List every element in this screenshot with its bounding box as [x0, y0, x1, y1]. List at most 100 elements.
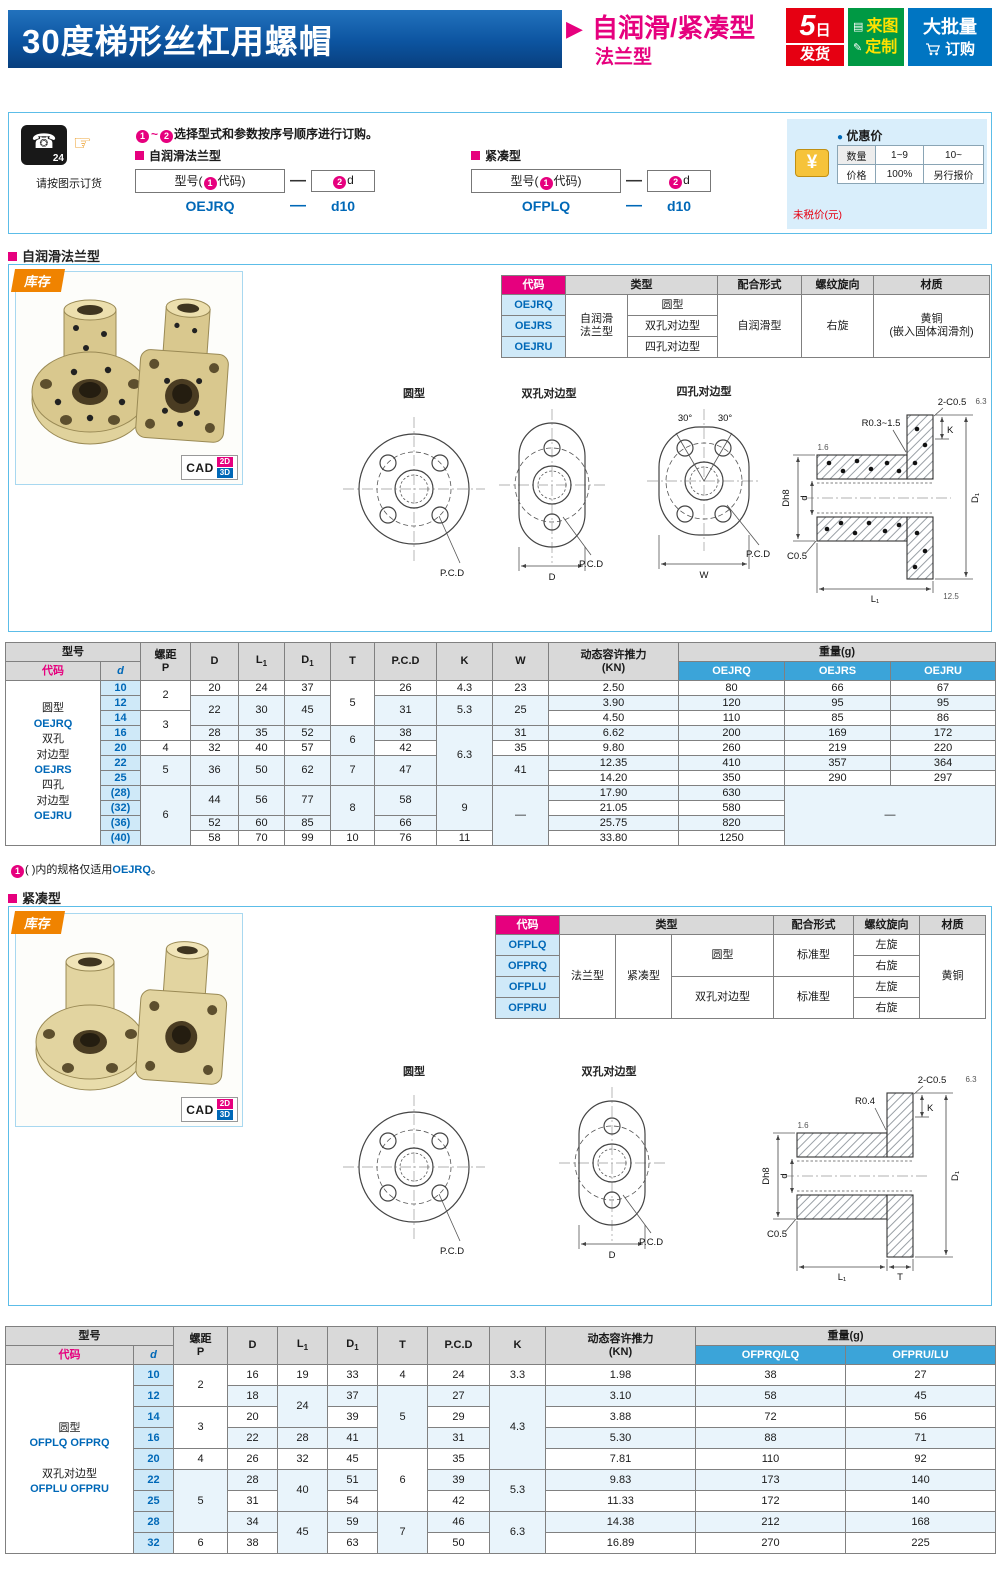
text-part: 双孔对边型: [42, 1467, 97, 1480]
product-photo-frame: CAD 2D 3D: [15, 913, 243, 1127]
data-cell: 16.89: [545, 1532, 696, 1554]
text-part: 代码): [217, 174, 246, 188]
data-cell: 19: [277, 1364, 328, 1386]
photo-square-flange-nut: [135, 941, 228, 1085]
dim-label-pcd: P.C.D: [639, 1237, 663, 1248]
text-part: 型号(: [510, 174, 539, 188]
text-part: 。: [150, 864, 162, 876]
data-cell: 45: [277, 1511, 328, 1554]
dim-label-r: R0.3~1.5: [862, 418, 901, 429]
header-cell: K: [436, 642, 493, 681]
data-cell: OEJRQ: [501, 294, 566, 316]
header-cell: 类型: [565, 275, 718, 295]
data-cell: 22: [133, 1469, 174, 1491]
dim-label-pcd: P.C.D: [746, 549, 770, 560]
badge-bulk-order: 大批量 订购: [908, 8, 992, 66]
data-cell: 6: [173, 1532, 228, 1554]
header-cell: T: [330, 642, 375, 681]
cad-3d-chip: 3D: [216, 468, 233, 478]
data-cell: 右旋: [801, 294, 874, 358]
arrow-icon: ▶: [566, 16, 583, 41]
dim-label-c05: C0.5: [767, 1229, 787, 1240]
header-cell: 型号: [5, 1326, 174, 1346]
data-cell: 31: [492, 725, 549, 741]
data-cell: 630: [678, 785, 785, 801]
header-cell: 代码: [5, 1345, 134, 1365]
data-cell: 4.3: [489, 1385, 546, 1470]
dim-label-D: D: [549, 572, 556, 583]
data-cell: 52: [284, 725, 331, 741]
data-cell: 2.50: [548, 680, 679, 696]
section2-title: 紧凑型: [22, 891, 62, 906]
photo-round-flange-nut: [35, 952, 145, 1091]
header-cell: 配合形式: [717, 275, 802, 295]
text-part: 1: [539, 176, 553, 190]
formula-example-row: OEJRQ — d10: [135, 197, 375, 215]
data-cell: 数量: [837, 145, 876, 165]
page-title-bar: 30度梯形丝杠用螺帽: [8, 10, 562, 68]
data-cell: 47: [374, 755, 437, 786]
data-cell: 172: [695, 1490, 846, 1512]
data-cell: 自润滑型: [717, 294, 802, 358]
data-cell: 6.62: [548, 725, 679, 741]
data-cell: 29: [427, 1406, 490, 1428]
formula-compact-title: 紧凑型: [471, 147, 711, 164]
data-cell: 黄铜 (嵌入固体润滑剂): [873, 294, 990, 358]
data-cell: 58: [374, 785, 437, 816]
data-cell: 140: [844, 1469, 997, 1491]
data-cell: 24: [277, 1385, 328, 1428]
price-title: ● 优惠价: [837, 127, 882, 144]
data-cell: 62: [284, 755, 331, 786]
drawing-section-compact: D₁ Dh8 d K 2-C0.5 R0.4 C0.5 L₁ T 1.6 6.3: [761, 1075, 977, 1283]
data-cell: 34: [227, 1511, 278, 1533]
header-cell: T: [377, 1326, 428, 1365]
example-d: d10: [666, 197, 692, 214]
data-cell: 3.3: [489, 1364, 546, 1386]
data-cell: 364: [889, 755, 997, 771]
header-cell: W: [492, 642, 549, 681]
data-cell: 14.20: [548, 770, 679, 786]
drawing-label-round: 圆型: [403, 388, 425, 400]
data-cell: 56: [238, 785, 285, 816]
dim-label-l1: L₁: [871, 594, 880, 605]
data-cell: 右旋: [853, 997, 920, 1019]
data-cell: 12: [100, 695, 141, 711]
data-cell: 2: [173, 1364, 228, 1407]
product-photo-selflub: [31, 298, 229, 445]
data-cell: 33.80: [548, 830, 679, 846]
data-cell: 9.83: [545, 1469, 696, 1491]
data-cell: 219: [784, 740, 891, 756]
data-cell: 28: [190, 725, 239, 741]
data-cell: 12: [133, 1385, 174, 1407]
data-cell: 32: [190, 740, 239, 756]
drawing-label-two-hole: 双孔对边型: [521, 388, 577, 400]
text-part: 优惠价: [843, 129, 883, 143]
cad-2d-chip: 2D: [216, 457, 233, 467]
data-cell: 11: [436, 830, 493, 846]
data-cell: 1~9: [875, 145, 924, 165]
data-cell: 18: [227, 1385, 278, 1407]
photo-square-flange-nut: [135, 298, 229, 443]
data-cell: 四孔对边型: [627, 336, 718, 358]
data-cell: 66: [374, 815, 437, 831]
data-cell: 66: [784, 680, 891, 696]
